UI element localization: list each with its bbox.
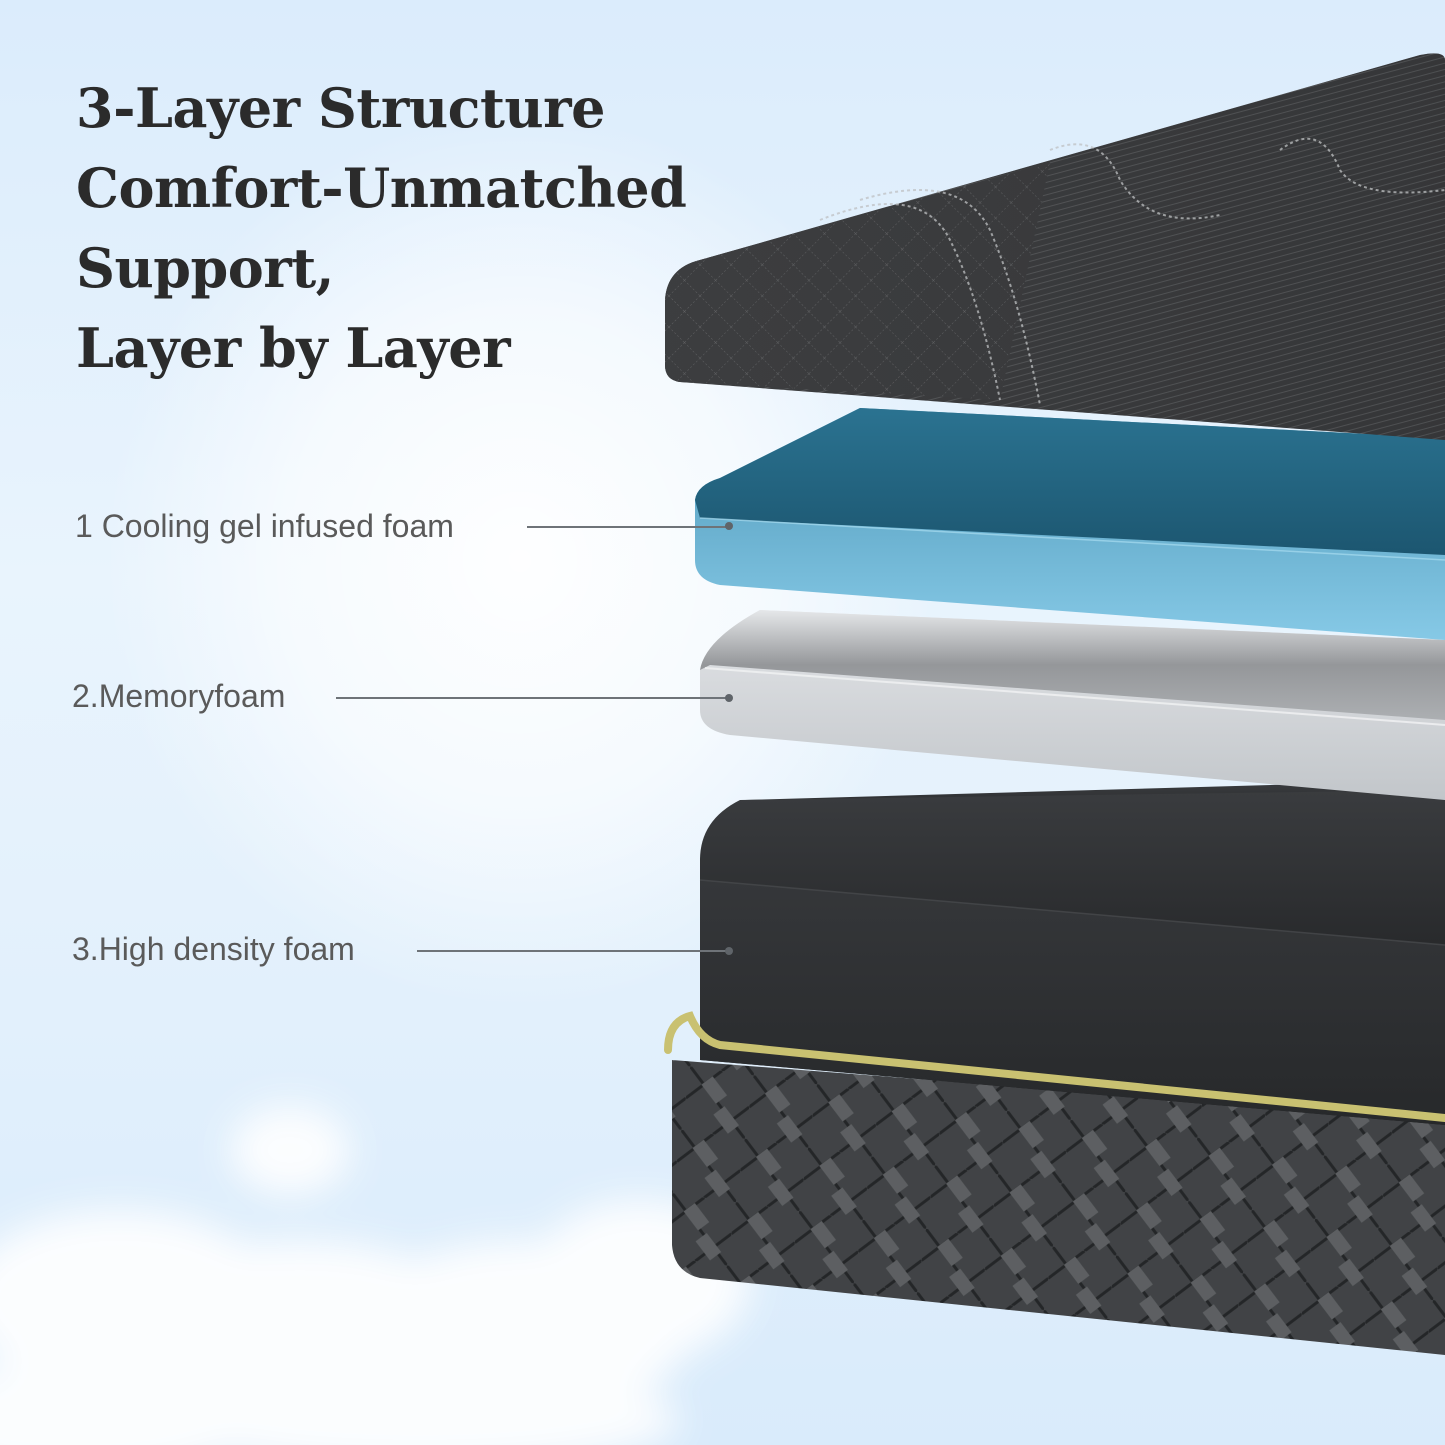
- layer-label-cooling-gel: 1 Cooling gel infused foam: [75, 508, 454, 544]
- high-density-foam-layer: [699, 780, 1445, 1125]
- leader-line-cooling-gel: [527, 526, 727, 528]
- piping-trim: [664, 1011, 1445, 1122]
- title-line-2: Comfort-Unmatched: [76, 156, 687, 220]
- memory-foam-layer: [700, 610, 1445, 800]
- title-line-1: 3-Layer Structure: [76, 76, 605, 140]
- page-title: 3-Layer Structure Comfort-Unmatched Supp…: [76, 68, 687, 388]
- layer-label-memory-foam: 2.Memoryfoam: [72, 678, 286, 714]
- top-cover-layer: [665, 53, 1445, 440]
- layer-label-high-density-foam: 3.High density foam: [72, 931, 355, 967]
- title-line-4: Layer by Layer: [76, 316, 511, 380]
- cooling-gel-layer: [695, 408, 1445, 640]
- leader-line-memory-foam: [336, 697, 728, 699]
- title-line-3: Support,: [76, 236, 334, 300]
- pointer-dot-memory-foam: [725, 694, 733, 702]
- pointer-dot-high-density-foam: [725, 947, 733, 955]
- base-cover: [672, 1060, 1445, 1355]
- leader-line-high-density-foam: [417, 950, 727, 952]
- pointer-dot-cooling-gel: [725, 522, 733, 530]
